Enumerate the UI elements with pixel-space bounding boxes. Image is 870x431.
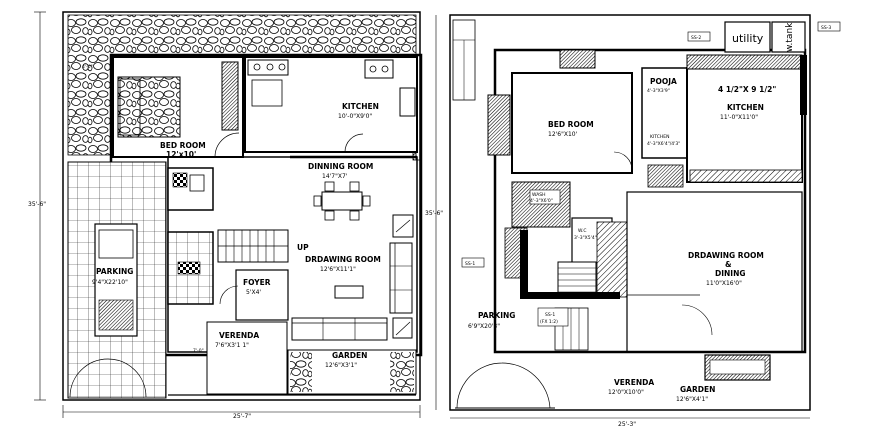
left-kitchen-sink xyxy=(364,59,394,79)
right-parking-name: PARKING xyxy=(478,311,515,320)
left-sofa-bottom xyxy=(291,317,388,341)
right-small-room-1-size: 4'-3"X6'4"/4'3" xyxy=(647,141,680,147)
right-utility xyxy=(724,21,771,53)
left-parking-name: PARKING xyxy=(96,267,133,276)
left-side-table xyxy=(392,317,413,339)
right-verenda-size: 12'0"X10'0" xyxy=(608,389,644,396)
right-tag-ss3: SS-3 xyxy=(821,25,831,31)
left-verenda-size: 7'6"X3'1 1" xyxy=(215,342,249,349)
right-wash xyxy=(511,181,571,228)
right-kitchen-size: 11'-0"X11'0" xyxy=(720,114,758,121)
right-drawing-amp: & xyxy=(725,260,732,269)
left-dining-size: 14'7"X7' xyxy=(322,173,348,180)
right-small-room-1: KITCHEN xyxy=(650,134,670,140)
left-kitchen-size: 10'-0"X9'0" xyxy=(338,113,372,120)
left-drawing-size: 12'6"X11'1" xyxy=(320,266,356,273)
left-dim-small: 7'-0" xyxy=(193,348,204,354)
left-bedroom-door xyxy=(214,132,240,158)
right-drawing-name: DRDAWING ROOM xyxy=(688,251,764,260)
left-foyer-name: FOYER xyxy=(243,278,271,287)
left-floor-plan: BED ROOM 12'x10' KITCHEN 10'-0"X9'0" DIN… xyxy=(28,11,423,420)
left-bedroom-name: BED ROOM xyxy=(160,141,206,150)
left-bed xyxy=(117,76,181,138)
left-coffee-table xyxy=(334,285,364,299)
left-fridge xyxy=(251,79,283,107)
right-parking-size: 6'9"X20'3" xyxy=(468,323,500,330)
right-utility-label: utility xyxy=(732,32,764,45)
left-kitchen-walls xyxy=(244,56,418,153)
left-sofa-right xyxy=(389,242,413,314)
right-pooja xyxy=(641,67,688,159)
right-pooja-size: 4'-3"X3'9" xyxy=(647,88,670,94)
left-kitchen-counter xyxy=(247,59,289,76)
left-verenda-name: VERENDA xyxy=(219,331,259,340)
right-wc-size: 3'-3"X5'4" xyxy=(574,235,597,241)
right-tag-ss1-left: SS-1 xyxy=(465,261,475,267)
left-gate xyxy=(69,358,147,398)
right-kitchen-note: 4 1/2"X 9 1/2" xyxy=(718,85,776,94)
left-dining-table xyxy=(321,191,363,211)
right-wash-size: 4'-3"X6'0" xyxy=(530,198,553,204)
right-wtank xyxy=(771,21,806,53)
right-drawing-dining xyxy=(626,191,803,353)
left-garden-size: 12'6"X3'1" xyxy=(325,362,357,369)
left-dim-bottom: 25'-7" xyxy=(233,413,251,420)
left-garden-name: GARDEN xyxy=(332,351,367,360)
right-drawing-dining: DINING xyxy=(715,269,746,278)
right-tag-ss2: SS-2 xyxy=(691,35,701,41)
left-drawing-name: DRDAWING ROOM xyxy=(305,255,381,264)
right-stair xyxy=(557,261,597,297)
left-up-label: UP xyxy=(297,243,309,252)
left-dim-left: 35'-6" xyxy=(28,201,46,208)
right-pooja-name: POOJA xyxy=(650,77,677,86)
left-wardrobe xyxy=(221,61,239,131)
right-drawing-size: 11'0"X16'0" xyxy=(706,280,742,287)
right-garden-name: GARDEN xyxy=(680,385,715,394)
right-bedroom-window xyxy=(559,49,596,69)
left-foyer xyxy=(235,269,289,321)
right-plot-boundary xyxy=(449,14,811,411)
right-wash-name: WASH xyxy=(532,192,546,198)
right-verenda-name: VERENDA xyxy=(614,378,654,387)
left-bed-pillow xyxy=(119,78,141,136)
right-bedroom-name: BED ROOM xyxy=(548,120,594,129)
right-wtank-label: w.tank xyxy=(785,22,795,52)
left-kitchen-name: KITCHEN xyxy=(342,102,379,111)
right-bedroom-size: 12'6"X10' xyxy=(548,131,578,138)
right-garden-size: 12'6"X4'1" xyxy=(676,396,708,403)
left-verenda xyxy=(206,321,288,395)
right-kitchen xyxy=(686,67,803,183)
right-dim-bottom: 25'-3" xyxy=(618,421,636,428)
right-wc-name: W.C xyxy=(578,228,587,234)
left-foyer-size: 5'X4' xyxy=(246,289,261,296)
right-tag-ss1-box: SS-1 xyxy=(545,312,555,318)
left-parking-size: 9'4"X22'10" xyxy=(92,279,128,286)
right-gate xyxy=(456,362,551,409)
right-dim-left: 35'-6" xyxy=(425,210,443,217)
left-dim-top-small: 4'-0" xyxy=(82,64,93,70)
right-tag-ss1-sub: (FX 1:2) xyxy=(540,319,558,325)
right-bedroom xyxy=(511,72,633,174)
left-kitchen-door xyxy=(344,133,364,153)
left-stove xyxy=(399,87,416,117)
right-floor-plan: SS-2 SS-3 SS-1 SS-1 (FX 1:2) utility w.t… xyxy=(425,14,841,428)
left-bedroom-size: 12'x10' xyxy=(166,150,196,159)
left-dining-name: DINNING ROOM xyxy=(308,162,373,171)
right-kitchen-name: KITCHEN xyxy=(727,103,764,112)
